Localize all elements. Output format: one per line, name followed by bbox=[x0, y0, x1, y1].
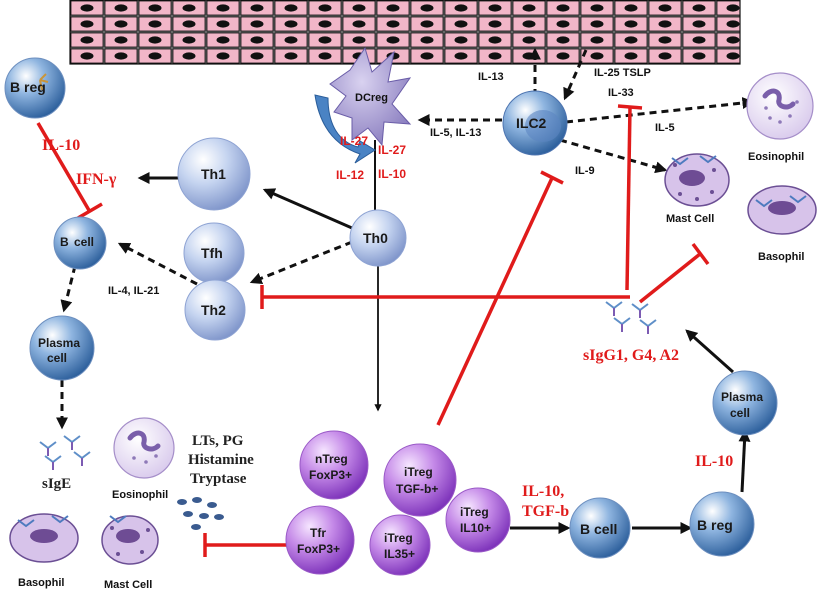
arrow-plasma-to-sigg bbox=[685, 329, 734, 374]
dashed-arrows bbox=[56, 47, 755, 430]
label-il25-tslp: IL-25 TSLP bbox=[594, 67, 651, 79]
b-cell-left: B cell bbox=[53, 216, 107, 270]
b-reg-top-label: B reg bbox=[10, 79, 46, 95]
itreg-il10-cell: iTreg IL10+ bbox=[445, 487, 511, 553]
itreg-tgfb-label-2: TGF-b+ bbox=[396, 482, 438, 496]
label-mediators-3: Tryptase bbox=[190, 471, 247, 487]
th0-cell: Th0 bbox=[349, 209, 407, 267]
itreg-il10-label-1: iTreg bbox=[460, 505, 489, 519]
label-il4-il21: IL-4, IL-21 bbox=[108, 285, 159, 297]
plasma-left-label-2: cell bbox=[47, 351, 67, 365]
dc-feedback-arrow bbox=[314, 94, 376, 164]
label-il10-tgfb-2: TGF-b bbox=[522, 503, 569, 520]
ntreg-label-1: nTreg bbox=[315, 452, 348, 466]
mast-cell-bottom: Mast Cell bbox=[101, 515, 159, 591]
label-il10-dc: IL-10 bbox=[378, 167, 406, 181]
itreg-il35-label-1: iTreg bbox=[384, 531, 413, 545]
basophil-right: Basophil bbox=[747, 185, 817, 263]
mast-cell-right: Mast Cell bbox=[664, 153, 730, 225]
plasma-right-label-1: Plasma bbox=[721, 390, 763, 404]
tfh-label: Tfh bbox=[201, 245, 223, 261]
label-il27-a: IL-27 bbox=[340, 134, 368, 148]
b-reg-cell-top: B reg bbox=[4, 57, 66, 119]
cytokine-labels: IL-13 IL-25 TSLP IL-33 IL-5, IL-13 IL-5 … bbox=[42, 67, 733, 520]
label-il13-top: IL-13 bbox=[478, 71, 504, 83]
itreg-tgfb-label-1: iTreg bbox=[404, 465, 433, 479]
arrow-ilc2-to-eosinophil bbox=[565, 97, 755, 124]
b-reg-cell-bottom: B reg bbox=[689, 491, 755, 557]
arrow-th0-to-th2 bbox=[249, 240, 353, 285]
itreg-il10-label-2: IL10+ bbox=[460, 521, 491, 535]
b-cell-bottom-label: B cell bbox=[580, 521, 617, 537]
label-il5: IL-5 bbox=[655, 122, 675, 134]
plasma-cell-right: Plasma cell bbox=[712, 370, 778, 436]
arrow-th2-to-bcell bbox=[117, 242, 198, 286]
th2-label: Th2 bbox=[201, 302, 226, 318]
th0-label: Th0 bbox=[363, 230, 388, 246]
label-ifn-gamma: IFN-γ bbox=[76, 171, 117, 188]
arrow-ilc2-to-mastcell bbox=[559, 138, 668, 174]
arrow-breg-to-plasma bbox=[738, 429, 751, 493]
label-sigg: sIgG1, G4, A2 bbox=[583, 347, 679, 364]
label-mediators-2: Histamine bbox=[188, 452, 254, 468]
ntreg-label-2: FoxP3+ bbox=[309, 468, 352, 482]
ilc2-label: ILC2 bbox=[516, 115, 547, 131]
dcreg-cell: DCreg bbox=[329, 46, 412, 147]
label-mediators-1: LTs, PG bbox=[192, 433, 244, 449]
activation-arrows bbox=[137, 140, 751, 534]
b-cell-bottom: B cell bbox=[569, 497, 631, 559]
label-sige: sIgE bbox=[42, 476, 71, 492]
mediator-granules bbox=[177, 497, 224, 530]
label-il10-breg: IL-10 bbox=[42, 137, 80, 154]
ntreg-cell: nTreg FoxP3+ bbox=[299, 430, 369, 500]
sigg-antibodies bbox=[605, 301, 657, 334]
ilc2-cell: ILC2 bbox=[502, 90, 568, 156]
tfr-cell: Tfr FoxP3+ bbox=[285, 505, 355, 575]
tfr-label-2: FoxP3+ bbox=[297, 542, 340, 556]
dcreg-label: DCreg bbox=[355, 92, 388, 104]
eosinophil-bottom: Eosinophil bbox=[112, 417, 175, 501]
itreg-il35-label-2: IL35+ bbox=[384, 547, 415, 561]
eosinophil-right: Eosinophil bbox=[746, 72, 814, 163]
plasma-right-label-2: cell bbox=[730, 406, 750, 420]
arrow-th0-to-th1 bbox=[262, 188, 353, 230]
mast-cell-right-label: Mast Cell bbox=[666, 213, 714, 225]
b-cell-left-label-1: B bbox=[60, 235, 69, 249]
tfh-cell: Tfh bbox=[183, 222, 245, 284]
itreg-tgfb-cell: iTreg TGF-b+ bbox=[383, 443, 457, 517]
basophil-bottom-label: Basophil bbox=[18, 577, 64, 589]
label-il5-il13: IL-5, IL-13 bbox=[430, 127, 481, 139]
b-reg-bottom-label: B reg bbox=[697, 517, 733, 533]
b-cell-left-label-2: cell bbox=[74, 235, 94, 249]
sige-antibodies bbox=[39, 435, 91, 470]
label-il27-b: IL-27 bbox=[378, 143, 406, 157]
epithelium-layer bbox=[69, 0, 741, 65]
label-il12: IL-12 bbox=[336, 168, 364, 182]
label-il33: IL-33 bbox=[608, 87, 634, 99]
tfr-label-1: Tfr bbox=[310, 526, 326, 540]
th2-cell: Th2 bbox=[184, 279, 246, 341]
inhibition-lines bbox=[36, 104, 710, 557]
basophil-bottom: Basophil bbox=[9, 513, 79, 589]
arrow-epithelium-to-ilc2 bbox=[563, 49, 588, 101]
plasma-cell-left: Plasma cell bbox=[29, 315, 95, 381]
label-il9: IL-9 bbox=[575, 165, 595, 177]
basophil-right-label: Basophil bbox=[758, 251, 804, 263]
label-il10-right: IL-10 bbox=[695, 453, 733, 470]
eosinophil-bottom-label: Eosinophil bbox=[112, 489, 168, 501]
itreg-il35-cell: iTreg IL35+ bbox=[369, 514, 431, 576]
arrow-bcell-to-plasma bbox=[60, 265, 77, 313]
eosinophil-right-label: Eosinophil bbox=[748, 151, 804, 163]
mast-cell-bottom-label: Mast Cell bbox=[104, 579, 152, 591]
plasma-left-label-1: Plasma bbox=[38, 336, 80, 350]
label-il10-tgfb-1: IL-10, bbox=[522, 483, 564, 500]
th1-cell: Th1 bbox=[177, 137, 251, 211]
th1-label: Th1 bbox=[201, 166, 226, 182]
